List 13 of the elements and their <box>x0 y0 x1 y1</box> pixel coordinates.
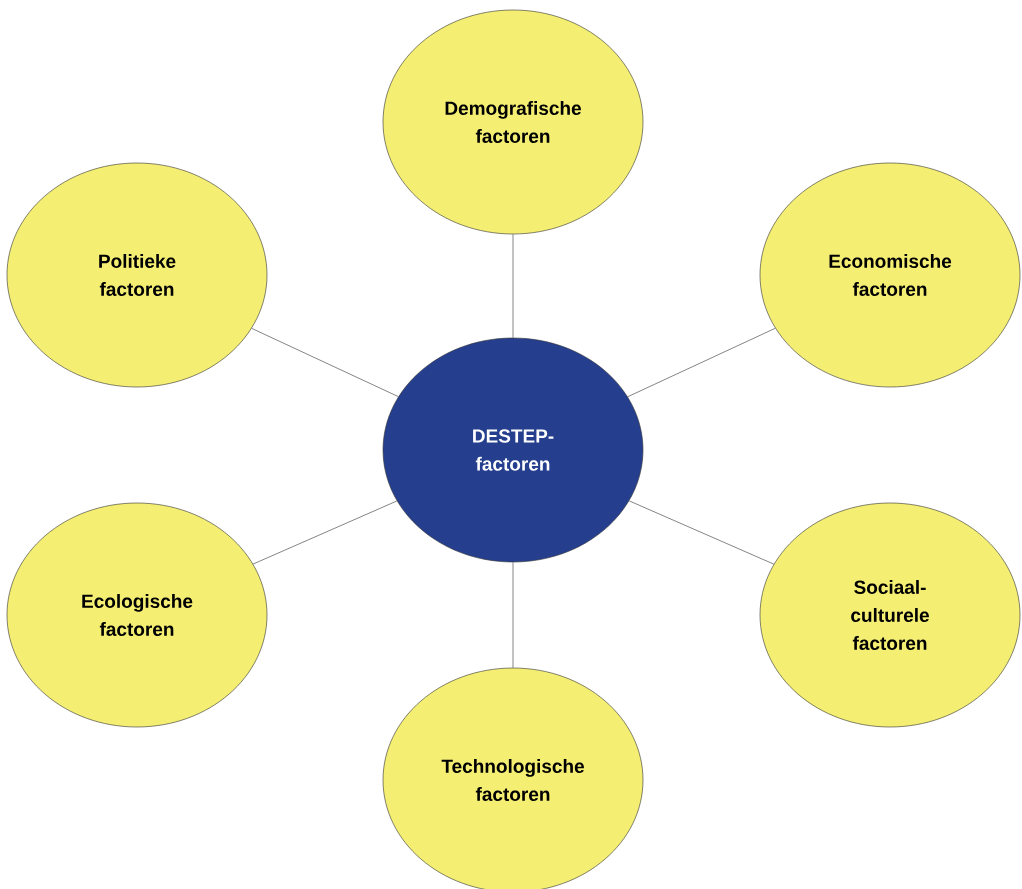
ellipse-node: Technologische factoren <box>382 667 644 889</box>
connector-line <box>628 500 775 565</box>
connector-line <box>252 500 398 565</box>
connector-line <box>512 234 514 338</box>
connector-line <box>251 328 399 397</box>
ellipse-node: Ecologische factoren <box>6 502 268 728</box>
ellipse-node: Economische factoren <box>759 162 1021 388</box>
ellipse-node: Politieke factoren <box>6 162 268 388</box>
ellipse-node: Demografische factoren <box>382 9 644 235</box>
connector-line <box>627 327 776 398</box>
ellipse-node: Sociaal- culturele factoren <box>759 502 1021 728</box>
ellipse-node: DESTEP- factoren <box>382 337 644 563</box>
connector-line <box>512 562 514 668</box>
